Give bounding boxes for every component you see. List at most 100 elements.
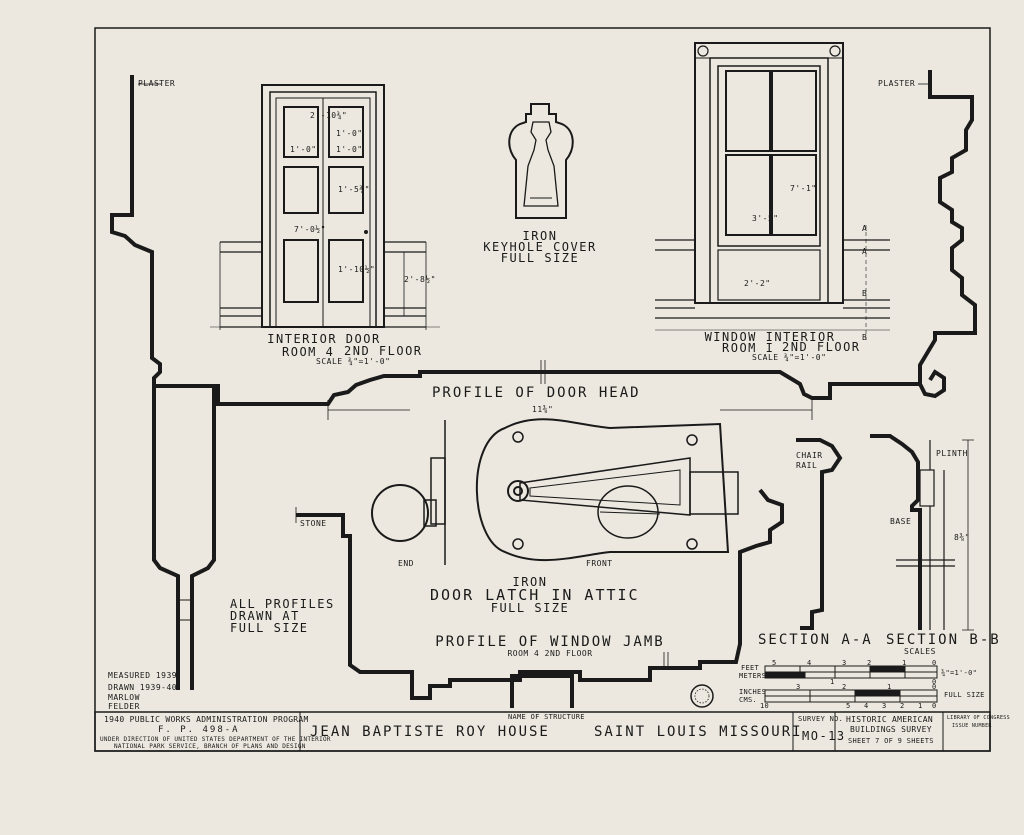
scale-tick: 0 xyxy=(932,702,937,710)
window-dim-label: 3'-5" xyxy=(752,214,779,223)
latch-line1: IRON xyxy=(512,575,548,589)
latch-title: DOOR LATCH IN ATTIC xyxy=(430,586,640,604)
keyhole-title: KEYHOLE COVER xyxy=(483,240,597,254)
scale-tick: 1 xyxy=(887,683,892,691)
scale-feet-label: FEET xyxy=(741,664,760,672)
stone-label: STONE xyxy=(300,519,327,528)
scale-tick: 3 xyxy=(796,683,801,691)
door-head-dim: 11⅜" xyxy=(532,405,554,414)
scale-tick: 1 xyxy=(902,659,907,667)
keyhole-cover-drawing xyxy=(508,103,574,219)
scale-tick: 1 xyxy=(918,702,923,710)
interior-door-elevation xyxy=(210,84,440,330)
base-label: BASE xyxy=(890,517,912,526)
structure-name: JEAN BAPTISTE ROY HOUSE xyxy=(310,724,550,740)
scales-title: SCALES xyxy=(904,647,936,656)
door-dim-label: 2'-8½" xyxy=(404,275,436,284)
section-mark: A xyxy=(862,247,868,256)
window-interior-scale: SCALE ¾"=1'-0" xyxy=(752,353,827,362)
window-dim-label: 7'-1" xyxy=(790,184,817,193)
section-mark: A xyxy=(862,224,868,233)
scale-tick: 4 xyxy=(807,659,812,667)
window-jamb-sub: ROOM 4 2ND FLOOR xyxy=(507,649,593,658)
interior-door-floor: 2ND FLOOR xyxy=(344,344,423,358)
door-dim-label: 1'-5¾" xyxy=(338,185,370,194)
door-dim-label: 1'-10½" xyxy=(338,265,376,274)
scale-full-size: FULL SIZE xyxy=(944,691,985,699)
direction-label: UNDER DIRECTION OF UNITED STATES DEPARTM… xyxy=(100,736,331,743)
plaster-label-right: PLASTER xyxy=(878,79,916,88)
survey-no-label: SURVEY NO. xyxy=(798,715,844,723)
scale-tick: 3 xyxy=(842,659,847,667)
window-jamb-profile xyxy=(296,488,784,708)
section-mark: B xyxy=(862,289,868,298)
name-of-structure-label: NAME OF STRUCTURE xyxy=(508,713,585,721)
latch-end-label: END xyxy=(398,559,414,568)
door-head-profile xyxy=(110,70,977,406)
sheet-number: SHEET 7 OF 9 SHEETS xyxy=(848,737,934,745)
plaster-label-left: PLASTER xyxy=(138,79,176,88)
door-dim-label: 2'-10¾" xyxy=(310,111,348,120)
scale-tick: 1 xyxy=(830,678,835,686)
keyhole-scale: FULL SIZE xyxy=(500,251,580,265)
scale-tick: 4 xyxy=(864,702,869,710)
scale-tick: 10 xyxy=(760,702,770,710)
scale-tick: 2 xyxy=(867,659,872,667)
library-label: LIBRARY OF CONGRESS xyxy=(947,715,1010,721)
latch-front-label: FRONT xyxy=(586,559,613,568)
structure-location: SAINT LOUIS MISSOURI xyxy=(594,724,803,740)
latch-scale: FULL SIZE xyxy=(490,601,570,615)
door-dim-label: 1'-0" xyxy=(336,145,363,154)
section-mark: B xyxy=(862,333,868,342)
section-b-b-title: SECTION B-B xyxy=(886,632,1001,648)
habs-title: HISTORIC AMERICAN xyxy=(846,715,933,724)
scale-tick: 0 xyxy=(932,659,937,667)
door-dim-label: 1'-0" xyxy=(290,145,317,154)
scale-tick: 3 xyxy=(882,702,887,710)
all-profiles-note: FULL SIZE xyxy=(230,621,309,635)
scale-meters-label: METERS xyxy=(739,672,767,680)
window-dim-label: 2'-2" xyxy=(744,279,771,288)
scale-tick: 5 xyxy=(772,659,777,667)
scale-tick: 5 xyxy=(846,702,851,710)
section-a-a-profile xyxy=(796,438,843,630)
scale-cms-label: CMS. xyxy=(739,696,758,704)
window-interior-title: WINDOW INTERIOR xyxy=(704,330,836,344)
base-dim: 8⅜" xyxy=(954,533,970,542)
window-interior-floor: 2ND FLOOR xyxy=(782,340,861,354)
window-jamb-title: PROFILE OF WINDOW JAMB xyxy=(435,634,665,650)
interior-door-room: ROOM 4 xyxy=(282,345,335,359)
door-head-profile-title: PROFILE OF DOOR HEAD xyxy=(432,385,641,401)
graphic-scales xyxy=(764,665,938,703)
chair-rail-label: CHAIR xyxy=(796,451,823,460)
door-dim-label: 7'-0½" xyxy=(294,225,326,234)
section-a-a-title: SECTION A-A xyxy=(758,632,873,648)
nps-label: NATIONAL PARK SERVICE, BRANCH OF PLANS A… xyxy=(114,743,306,750)
plinth-label: PLINTH xyxy=(936,449,968,458)
window-interior-elevation xyxy=(655,42,890,340)
scale-tick: 2 xyxy=(842,683,847,691)
all-profiles-note: DRAWN AT xyxy=(230,609,300,623)
title-block-frame xyxy=(94,711,991,752)
survey-number: MO-13 xyxy=(802,729,846,743)
interior-door-scale: SCALE ¾"=1'-0" xyxy=(316,357,391,366)
scale-inches-label: INCHES xyxy=(739,688,767,696)
credit-name: MARLOW xyxy=(108,693,140,702)
left-profile xyxy=(152,384,216,690)
program-label: 1940 PUBLIC WORKS ADMINISTRATION PROGRAM xyxy=(104,715,309,724)
survey-seal-stamp xyxy=(690,684,714,708)
door-dim-label: 1'-0" xyxy=(336,129,363,138)
chair-rail-label: RAIL xyxy=(796,461,818,470)
scale-tick: 2 xyxy=(900,702,905,710)
door-latch-drawing xyxy=(371,418,739,565)
scale-tick: 0 xyxy=(932,683,937,691)
all-profiles-note: ALL PROFILES xyxy=(230,597,335,611)
library-issue-label: ISSUE NUMBER xyxy=(952,723,992,729)
section-b-b-profile xyxy=(870,434,922,630)
interior-door-title: INTERIOR DOOR xyxy=(267,332,381,346)
fp-number: F. P. 498-A xyxy=(158,725,240,735)
scale-tick: 0 xyxy=(932,678,937,686)
credit-drawn: DRAWN 1939-40 xyxy=(108,683,178,692)
credit-name: FELDER xyxy=(108,702,140,711)
